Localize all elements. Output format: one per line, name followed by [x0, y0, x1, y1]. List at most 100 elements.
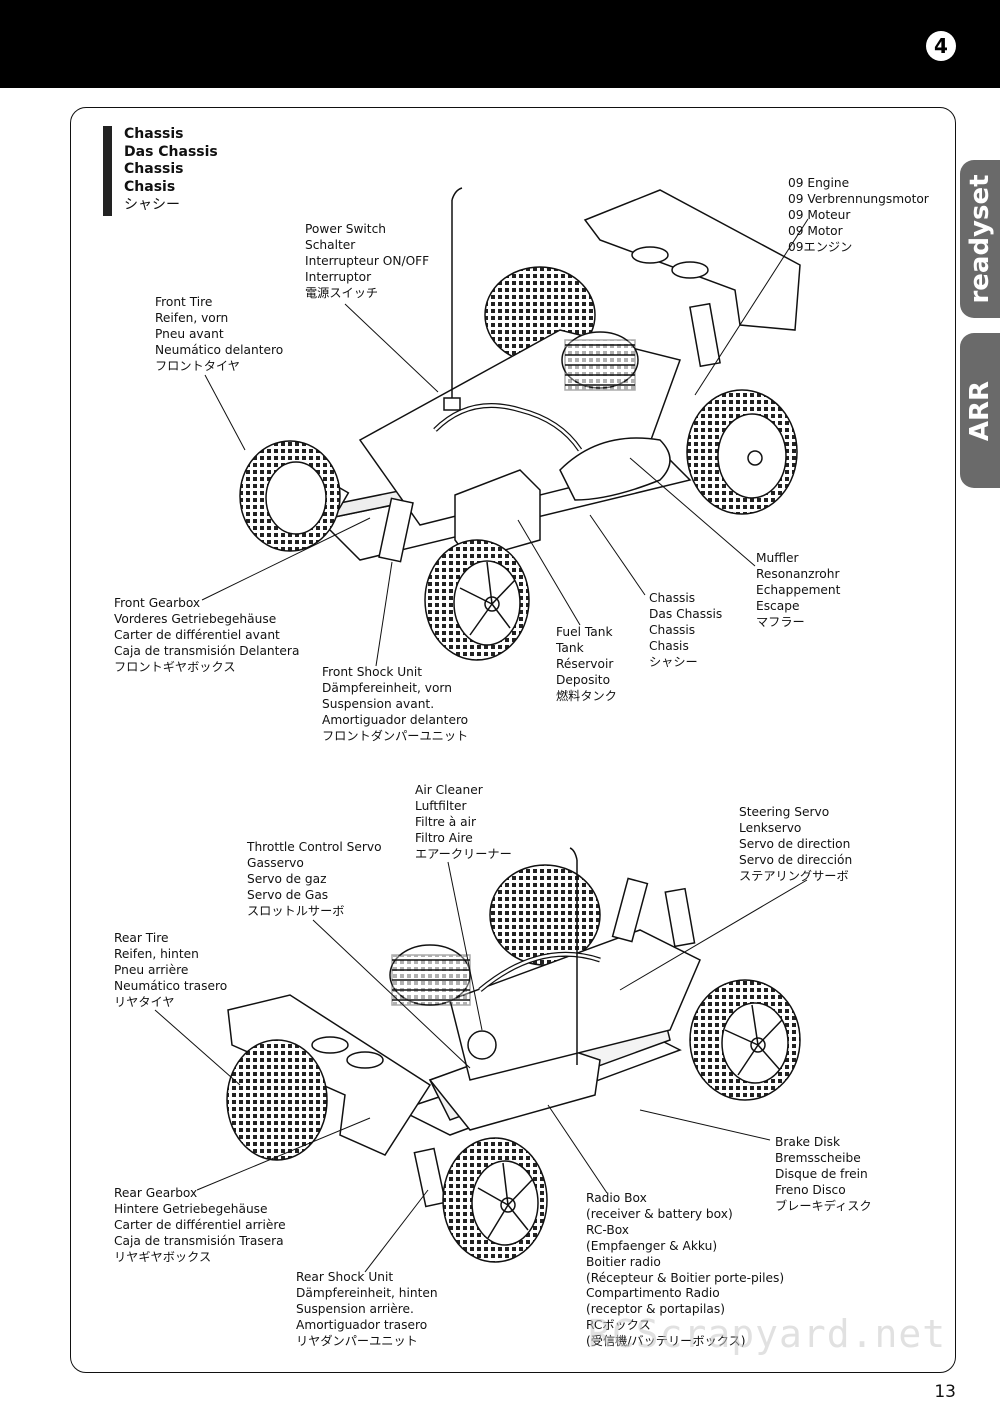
- title-fr: Chassis: [124, 161, 184, 178]
- label-line: Front Shock Unit: [322, 665, 423, 679]
- label-line: Front Gearbox: [114, 596, 201, 610]
- label-line: Echappement: [756, 582, 841, 597]
- label-line: 09 Moteur: [788, 207, 851, 222]
- top-fuel-tank: [454, 469, 541, 561]
- label-line: Carter de différentiel arrière: [114, 1217, 286, 1232]
- bottom-air-cleaner: [467, 1030, 497, 1060]
- label-line: Escape: [756, 598, 800, 613]
- label-line: Carter de différentiel avant: [114, 627, 280, 642]
- label-line: Suspension arrière.: [296, 1301, 414, 1316]
- top-rear-wing: [583, 189, 801, 331]
- label-line: Air Cleaner: [415, 783, 483, 797]
- label-line: Das Chassis: [649, 606, 723, 621]
- label-line: 09 Motor: [788, 223, 843, 238]
- content-frame: [70, 107, 956, 1373]
- label-line: Interruptor: [305, 269, 372, 284]
- label-line: Servo de direction: [739, 836, 851, 851]
- label-line: 電源スイッチ: [305, 285, 379, 300]
- bottom-rear-left-tire: [226, 1039, 328, 1161]
- title-accent-bar: [103, 126, 112, 216]
- label-line: Deposito: [556, 672, 611, 687]
- label-line: Muffler: [756, 551, 799, 565]
- label-line: Amortiguador trasero: [296, 1317, 428, 1332]
- side-tab-arr[interactable]: ARR: [960, 333, 1000, 488]
- step-number-badge: 4: [926, 31, 956, 61]
- label-line: Reifen, hinten: [114, 946, 199, 961]
- label-line: Suspension avant.: [322, 696, 435, 711]
- label-line: (receptor & portapilas): [586, 1302, 725, 1317]
- section-title: Chassis Das Chassis Chassis Chasis シャシー: [124, 126, 218, 215]
- label-line: リヤギヤボックス: [114, 1249, 212, 1264]
- label-line: Schalter: [305, 237, 356, 252]
- label-line: 09 Verbrennungsmotor: [788, 191, 929, 206]
- label-line: Chassis: [649, 622, 696, 637]
- label-line: (Récepteur & Boitier porte-piles): [586, 1270, 785, 1285]
- bottom-rear-far-tire: [489, 864, 601, 966]
- label-line: Chassis: [649, 591, 696, 605]
- label-line: Rear Tire: [114, 931, 169, 945]
- label-line: 燃料タンク: [556, 688, 617, 703]
- top-muffler: [559, 437, 671, 501]
- title-ja: シャシー: [124, 196, 180, 213]
- header-bar: 4: [0, 0, 1000, 88]
- label-line: Vorderes Getriebegehäuse: [114, 611, 277, 626]
- label-line: フロントダンパーユニット: [322, 728, 469, 743]
- label-line: フロントタイヤ: [155, 358, 240, 373]
- label-line: Throttle Control Servo: [247, 840, 382, 854]
- label-line: Neumático trasero: [114, 978, 228, 993]
- label-line: Caja de transmisión Delantera: [114, 643, 300, 658]
- label-line: Chasis: [649, 638, 689, 653]
- label-line: Pneu avant: [155, 326, 224, 341]
- label-line: Interrupteur ON/OFF: [305, 253, 430, 268]
- label-line: Luftfilter: [415, 798, 467, 813]
- label-line: Amortiguador delantero: [322, 712, 469, 727]
- label-line: Compartimento Radio: [586, 1286, 720, 1301]
- label-line: Brake Disk: [775, 1135, 841, 1149]
- top-engine: [561, 331, 639, 391]
- label-line: 09 Engine: [788, 176, 850, 190]
- label-line: Caja de transmisión Trasera: [114, 1233, 284, 1248]
- page-number: 13: [934, 1382, 956, 1402]
- label-line: シャシー: [649, 654, 698, 669]
- label-line: Servo de dirección: [739, 852, 853, 867]
- title-es: Chasis: [124, 179, 176, 196]
- label-line: Gasservo: [247, 855, 304, 870]
- label-line: (Empfaenger & Akku): [586, 1238, 718, 1253]
- label-line: Dämpfereinheit, hinten: [296, 1285, 438, 1300]
- bottom-car-drawing: [226, 847, 801, 1263]
- label-line: 09エンジン: [788, 239, 853, 254]
- label-line: RCボックス: [586, 1318, 651, 1333]
- label-line: Bremsscheibe: [775, 1150, 861, 1165]
- label-line: Disque de frein: [775, 1166, 868, 1181]
- side-tab-readyset[interactable]: readyset: [960, 160, 1000, 318]
- watermark: RCScrapyard.net: [588, 1312, 947, 1356]
- top-car-drawing: [239, 187, 801, 661]
- label-line: リヤダンパーユニット: [296, 1333, 418, 1348]
- label-line: Resonanzrohr: [756, 566, 840, 581]
- label-line: (receiver & battery box): [586, 1206, 733, 1221]
- label-line: フロントギヤボックス: [114, 659, 236, 674]
- label-line: (受信機/バッテリーボックス): [586, 1334, 746, 1349]
- label-line: Radio Box: [586, 1191, 647, 1205]
- label-line: Pneu arrière: [114, 962, 189, 977]
- label-line: Freno Disco: [775, 1182, 846, 1197]
- label-line: Neumático delantero: [155, 342, 284, 357]
- label-line: Steering Servo: [739, 805, 830, 819]
- label-line: ステアリングサーボ: [739, 868, 849, 883]
- label-line: マフラー: [756, 614, 805, 629]
- label-line: Fuel Tank: [556, 625, 613, 639]
- label-line: Filtro Aire: [415, 830, 473, 845]
- label-line: Boitier radio: [586, 1254, 661, 1269]
- label-line: エアークリーナー: [415, 846, 512, 861]
- label-line: リヤタイヤ: [114, 994, 175, 1009]
- label-line: RC-Box: [586, 1222, 629, 1237]
